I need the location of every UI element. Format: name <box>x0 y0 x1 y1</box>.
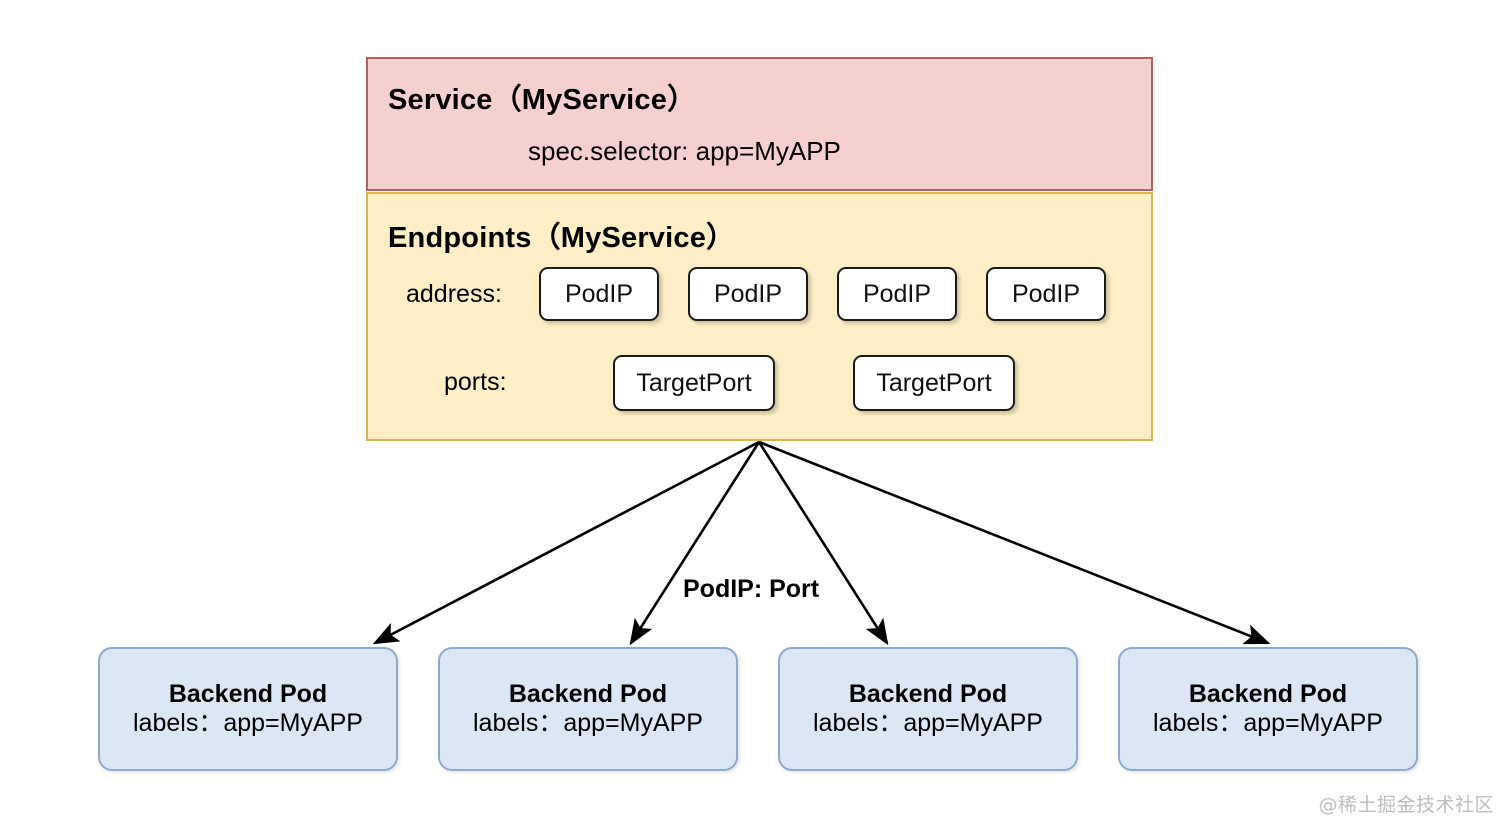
backend-pod-labels: labels：app=MyAPP <box>133 709 363 737</box>
backend-pod-box: Backend Pod labels：app=MyAPP <box>1118 647 1418 771</box>
address-row-label: address: <box>406 280 502 308</box>
endpoint-address-chip: PodIP <box>986 267 1106 321</box>
endpoint-port-chip: TargetPort <box>613 355 775 411</box>
endpoint-address-chip: PodIP <box>837 267 957 321</box>
arrow-to-pod-4 <box>758 440 1271 645</box>
backend-pod-title: Backend Pod <box>508 679 668 708</box>
edge-label-podip-port: PodIP: Port <box>679 575 824 604</box>
arrow-to-pod-3 <box>757 441 889 646</box>
backend-pod-labels: labels：app=MyAPP <box>473 709 703 737</box>
endpoints-panel: Endpoints（MyService） address: PodIP PodI… <box>366 192 1153 441</box>
watermark: @稀土掘金技术社区 <box>1318 794 1494 816</box>
arrow-to-pod-2 <box>629 441 761 646</box>
backend-pod-box: Backend Pod labels：app=MyAPP <box>438 647 738 771</box>
backend-pod-labels: labels：app=MyAPP <box>1153 709 1383 737</box>
endpoint-address-chip: PodIP <box>539 267 659 321</box>
backend-pod-title: Backend Pod <box>848 679 1008 708</box>
endpoints-title: Endpoints（MyService） <box>388 222 736 254</box>
service-panel: Service（MyService） spec.selector: app=My… <box>366 57 1153 191</box>
arrow-to-pod-1 <box>372 440 760 645</box>
backend-pod-labels: labels：app=MyAPP <box>813 709 1043 737</box>
ports-row-label: ports: <box>444 368 507 396</box>
backend-pod-box: Backend Pod labels：app=MyAPP <box>98 647 398 771</box>
backend-pod-title: Backend Pod <box>1188 679 1348 708</box>
service-selector-text: spec.selector: app=MyAPP <box>528 136 841 166</box>
endpoint-address-chip: PodIP <box>688 267 808 321</box>
endpoint-port-chip: TargetPort <box>853 355 1015 411</box>
service-title: Service（MyService） <box>388 84 697 116</box>
backend-pod-title: Backend Pod <box>168 679 328 708</box>
backend-pod-box: Backend Pod labels：app=MyAPP <box>778 647 1078 771</box>
